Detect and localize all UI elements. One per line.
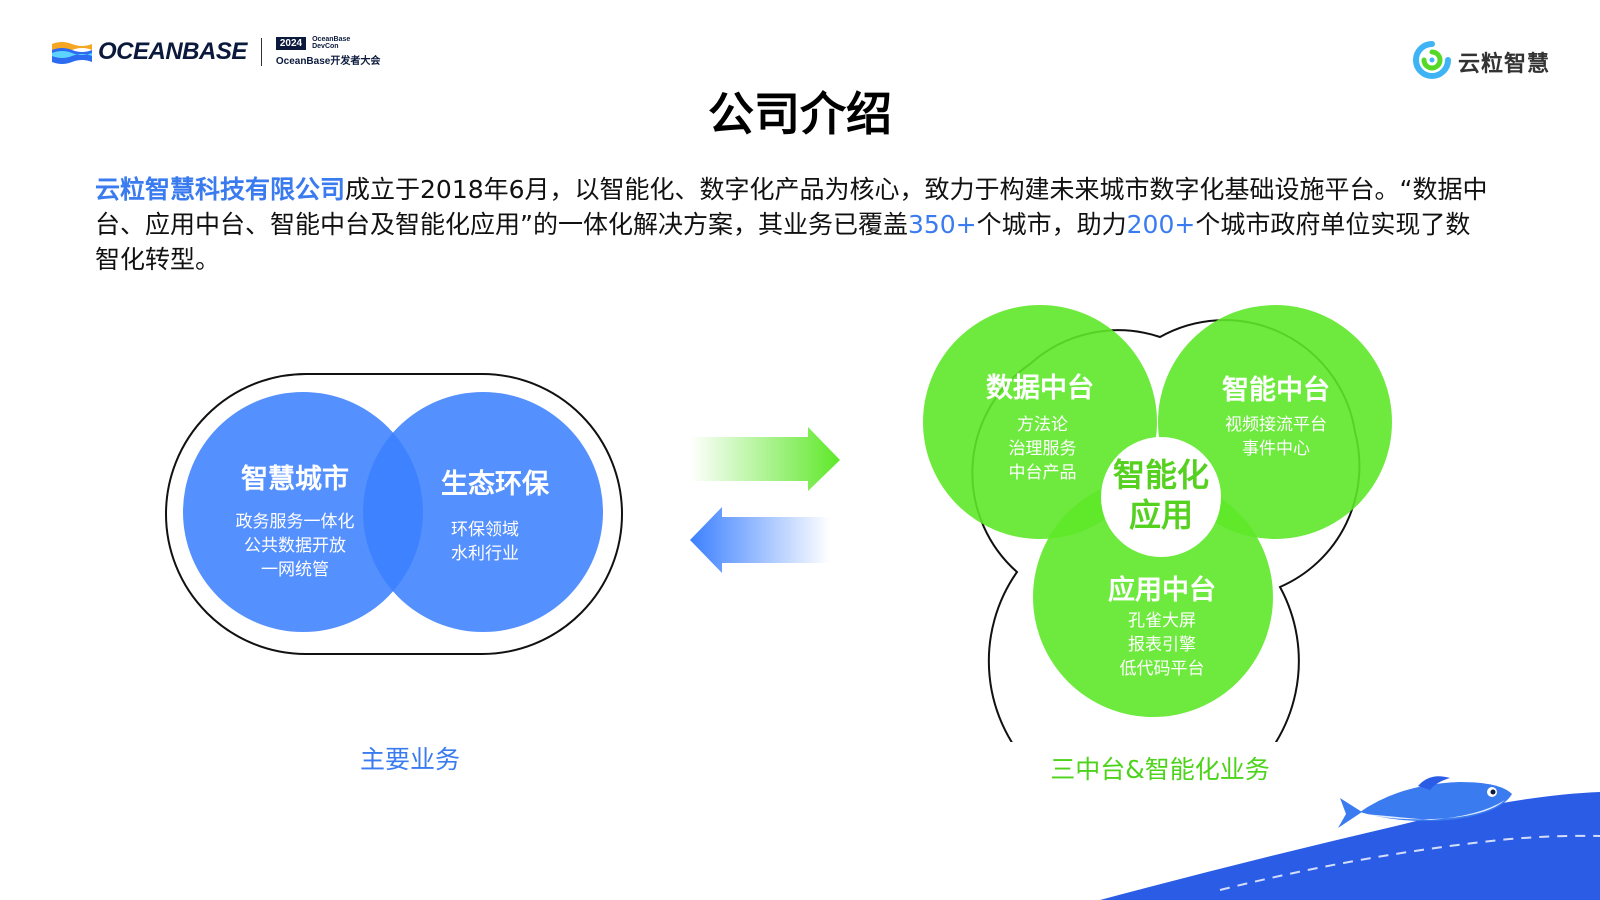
data-platform-line: 中台产品: [1008, 463, 1077, 483]
intro-paragraph: 云粒智慧科技有限公司成立于2018年6月，以智能化、数字化产品为核心，致力于构建…: [95, 172, 1495, 277]
ocean-wave-decoration: [1100, 776, 1600, 900]
yunli-swirl-icon: [1412, 40, 1452, 84]
app-platform-line: 报表引擎: [1128, 635, 1196, 655]
app-platform-title: 应用中台: [1108, 575, 1216, 606]
smart-app-title-line2: 应用: [1128, 496, 1193, 534]
data-platform-title: 数据中台: [986, 373, 1094, 404]
platform-business-caption: 三中台&智能化业务: [1050, 755, 1270, 784]
page-title: 公司介绍: [708, 87, 892, 141]
intro-text-1: 成立于2018年6月，以智能化、数字化产品为核心，致力于构建未来城市数字化基础设…: [95, 175, 1488, 239]
logo-divider: [260, 37, 262, 66]
main-business-outline: [165, 373, 623, 655]
intro-text-2: 个城市，助力: [976, 210, 1127, 239]
company-logo: 云粒智慧: [1412, 40, 1550, 84]
intro-text-3: 个城市政府单位实现了数智化转型。: [95, 210, 1471, 274]
ai-platform-line: 视频接流平台: [1225, 415, 1327, 435]
ai-platform-lines: 视频接流平台 事件中心: [1196, 413, 1356, 461]
devcon-subtitle: OceanBase开发者大会: [275, 56, 381, 67]
data-platform-circle: [923, 305, 1157, 539]
smart-app-title-line1: 智能化: [1112, 456, 1209, 494]
eco-protection-line: 环保领域: [451, 520, 519, 540]
smart-city-line: 一网统管: [261, 560, 329, 580]
devcon-small-1: OceanBase: [312, 36, 351, 43]
cities-count: 350+: [907, 210, 977, 239]
main-business-caption: 主要业务: [359, 745, 460, 774]
eco-protection-lines: 环保领域 水利行业: [395, 518, 575, 566]
oceanbase-devcon-logo: OCEANBASE 2024 OceanBase DevCon OceanBas…: [52, 36, 380, 67]
smart-app-title: 智能化 应用: [1101, 455, 1221, 535]
app-platform-circle: [1033, 477, 1273, 717]
smart-city-line: 公共数据开放: [244, 536, 346, 556]
data-platform-lines: 方法论 治理服务 中台产品: [980, 413, 1105, 485]
smart-city-title: 智慧城市: [241, 464, 349, 495]
eco-protection-line: 水利行业: [451, 544, 519, 564]
green-arrow-right: [690, 427, 840, 491]
platform-diagram: [923, 305, 1392, 742]
smart-city-lines: 政务服务一体化 公共数据开放 一网统管: [195, 510, 395, 582]
eco-protection-circle: [363, 392, 603, 632]
eco-protection-title: 生态环保: [441, 469, 549, 500]
app-platform-line: 孔雀大屏: [1128, 611, 1196, 631]
ai-platform-line: 事件中心: [1242, 439, 1310, 459]
wave-shape: [1100, 792, 1600, 900]
oceanbase-flag-icon: [52, 40, 92, 64]
company-logo-text: 云粒智慧: [1457, 52, 1550, 77]
fish-icon: [1338, 776, 1512, 828]
oceanbase-wordmark: OCEANBASE: [98, 37, 247, 65]
data-platform-line: 治理服务: [1008, 439, 1077, 459]
devcon-small-2: DevCon: [312, 43, 339, 50]
devcon-badge: 2024 OceanBase DevCon OceanBase开发者大会: [275, 36, 381, 67]
smart-city-line: 政务服务一体化: [235, 512, 355, 532]
app-platform-line: 低代码平台: [1119, 659, 1205, 679]
company-name: 云粒智慧科技有限公司: [95, 175, 346, 204]
app-platform-lines: 孔雀大屏 报表引擎 低代码平台: [1092, 609, 1232, 681]
data-platform-line: 方法论: [1017, 415, 1068, 435]
wave-dashed-line: [1219, 834, 1600, 891]
exchange-arrows-icon: [690, 427, 840, 573]
gov-count: 200+: [1126, 210, 1196, 239]
center-white-circle: [1101, 437, 1221, 557]
ai-platform-title: 智能中台: [1222, 375, 1330, 406]
devcon-year: 2024: [275, 36, 307, 50]
blue-arrow-left: [690, 507, 830, 573]
